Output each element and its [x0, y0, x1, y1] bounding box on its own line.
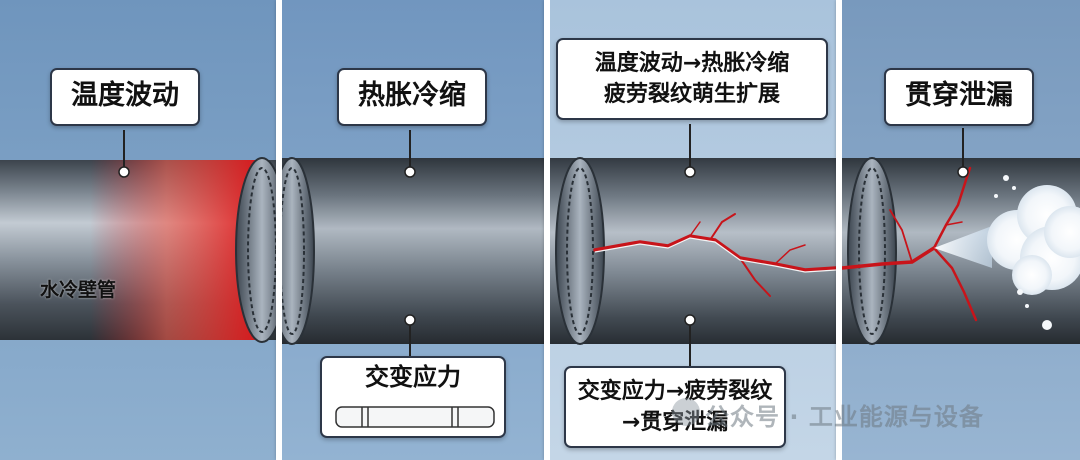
heat-glow-icon — [90, 160, 260, 340]
bottom-line: →贯穿泄漏 — [621, 410, 729, 435]
steam-jet-icon — [934, 226, 992, 268]
panel-temperature-fluctuation: 温度波动 水冷壁管 — [0, 0, 276, 460]
weld-joint-icon — [282, 157, 315, 345]
panel-title: 温度波动 — [50, 68, 200, 126]
pipe-icon — [282, 158, 544, 344]
weld-joint-icon — [235, 157, 276, 343]
watermark-logo-icon — [672, 398, 700, 426]
title-line: 温度波动→热胀冷缩 — [594, 51, 790, 76]
crack-icon — [593, 213, 836, 297]
panel-leak: 贯穿泄漏 — [842, 0, 1080, 460]
panel-fatigue-crack: 温度波动→热胀冷缩 疲劳裂纹萌生扩展 交变应力→疲劳裂纹 →贯穿泄漏 — [550, 0, 836, 460]
steam-cloud-icon — [987, 185, 1080, 295]
panel-divider — [544, 0, 550, 460]
pipe-label: 水冷壁管 — [40, 279, 117, 301]
panel-divider — [276, 0, 282, 460]
panel-title: 热胀冷缩 — [337, 68, 487, 126]
stress-label: 交变应力 — [365, 363, 461, 391]
panel-title: 贯穿泄漏 — [884, 68, 1034, 126]
bottom-line: 交变应力→疲劳裂纹 — [577, 379, 773, 404]
watermark: 公众号 · 工业能源与设备 — [705, 403, 984, 431]
stress-callout: 交变应力 — [320, 356, 506, 438]
panel-divider — [836, 0, 842, 460]
panel-title: 温度波动→热胀冷缩 疲劳裂纹萌生扩展 — [556, 38, 828, 120]
bottom-callout: 交变应力→疲劳裂纹 →贯穿泄漏 — [564, 366, 786, 448]
panel-thermal-expansion: 热胀冷缩 交变应力 — [282, 0, 544, 460]
title-line: 疲劳裂纹萌生扩展 — [603, 82, 780, 107]
pipe-segment-icon — [335, 406, 495, 428]
crack-icon — [842, 166, 978, 322]
weld-joint-icon — [847, 157, 897, 345]
